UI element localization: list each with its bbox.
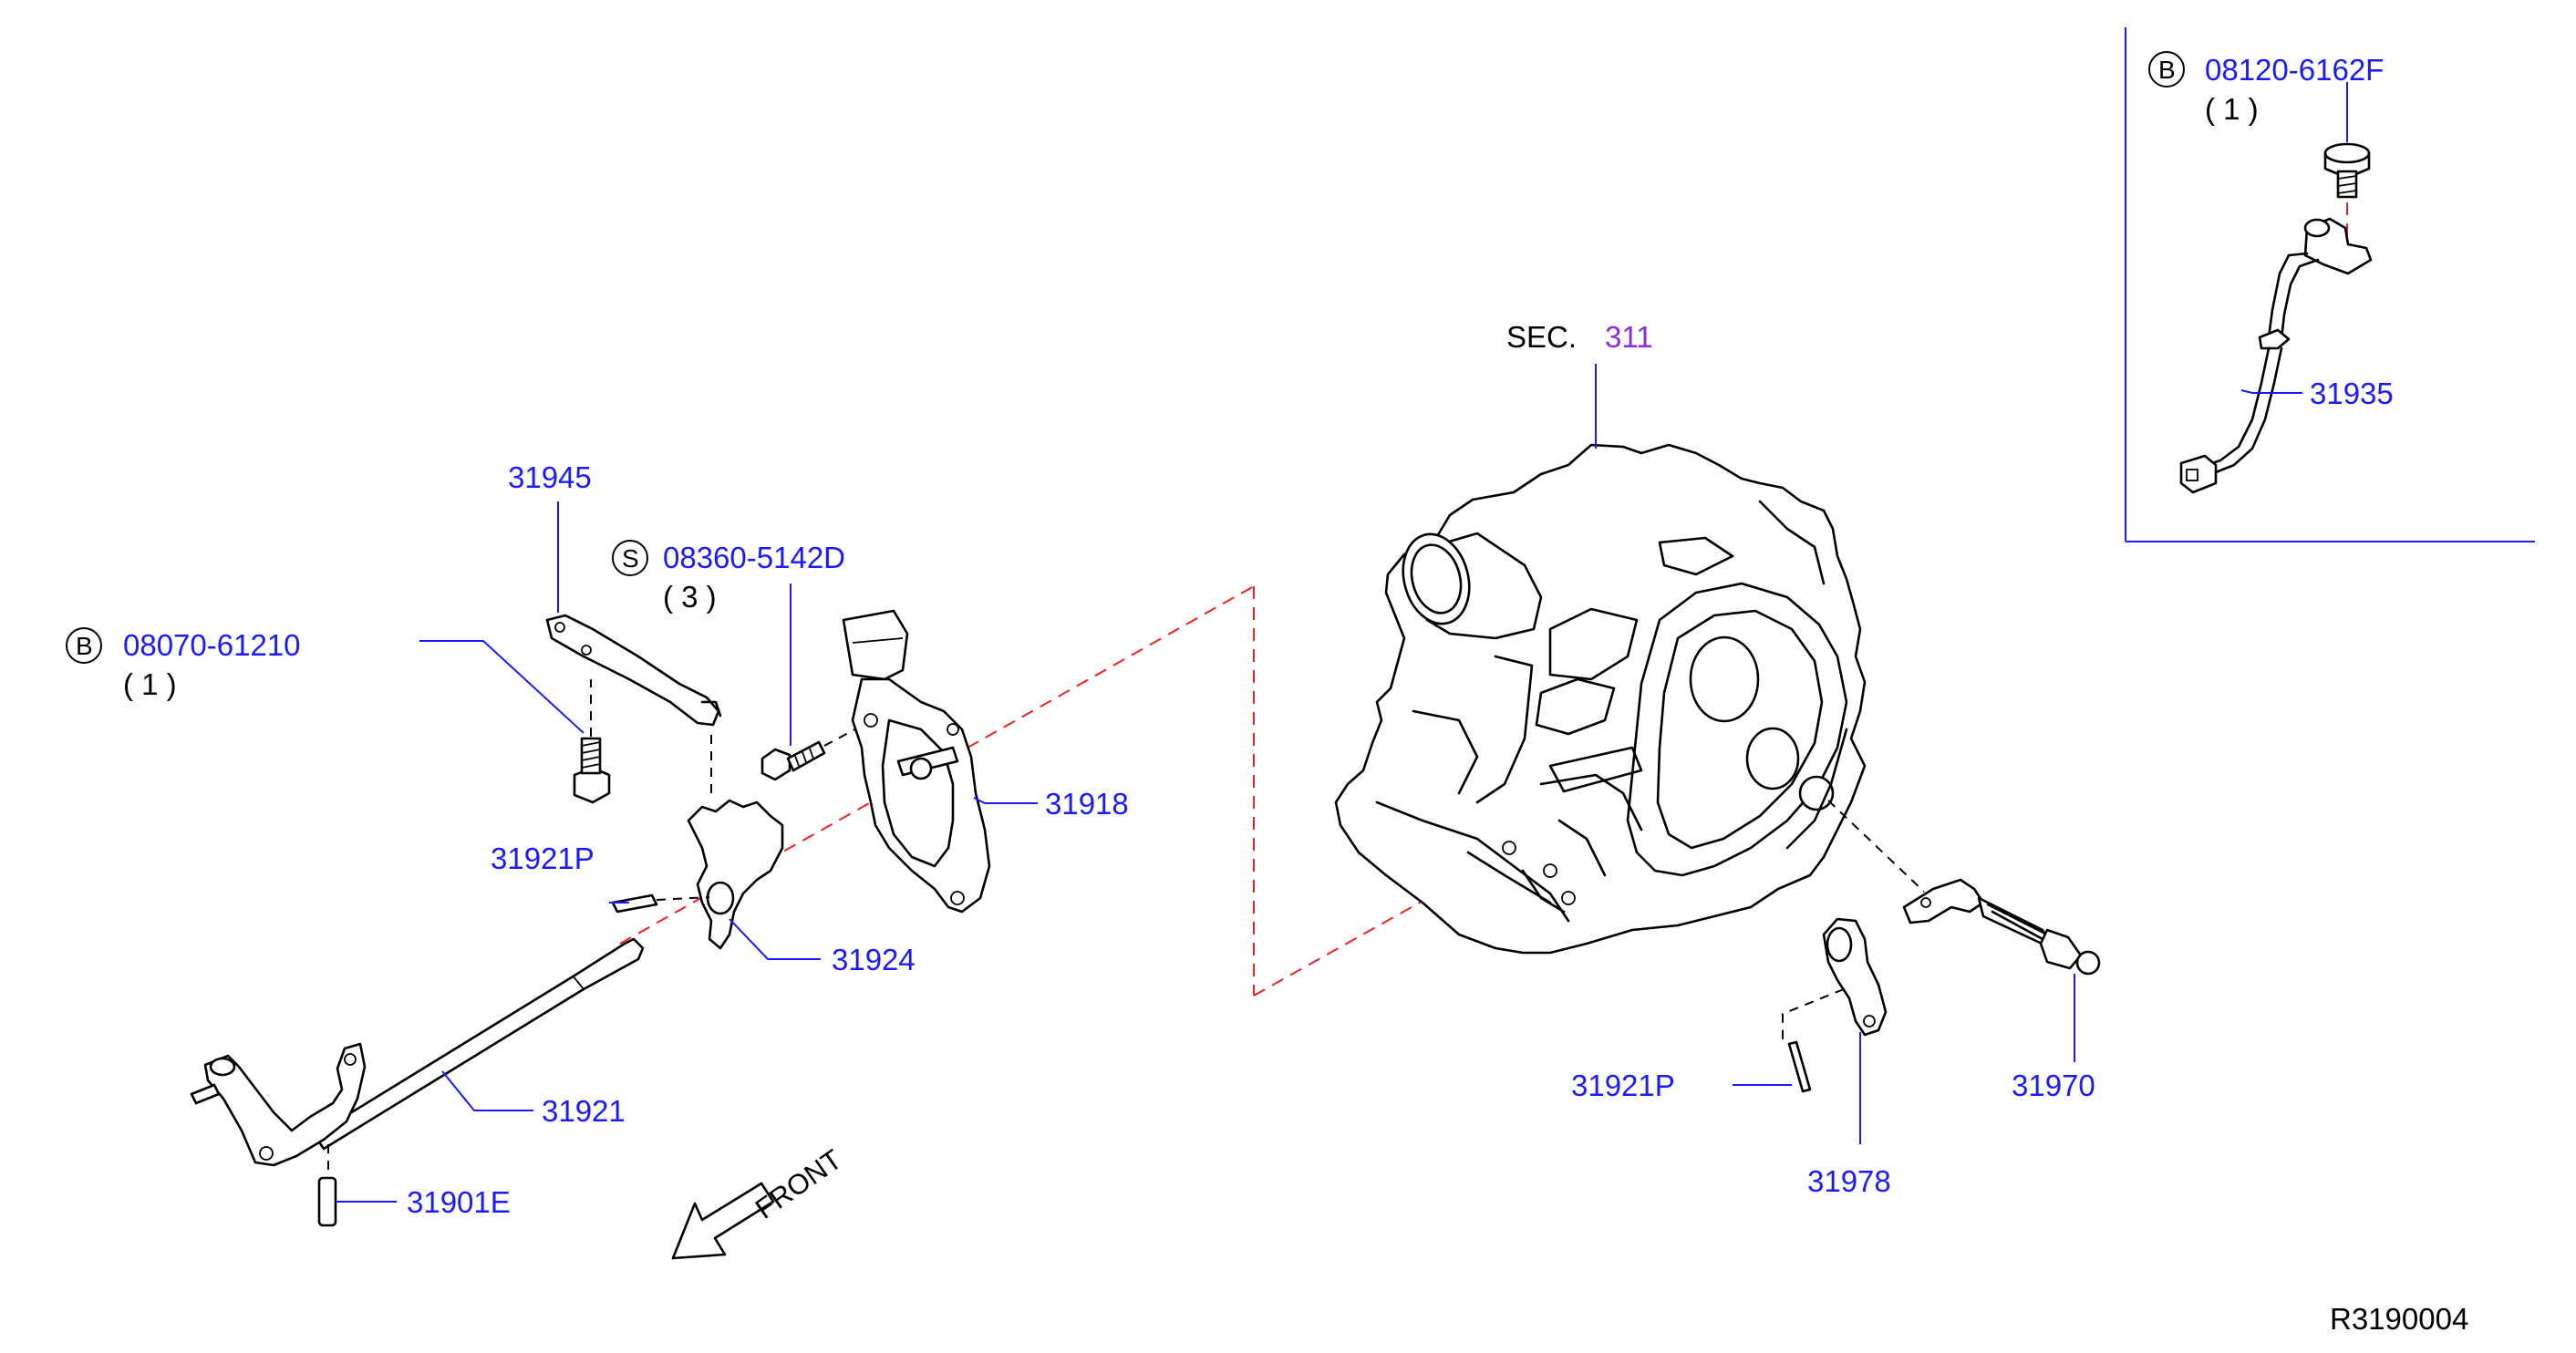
part-31924-lever (687, 729, 784, 950)
part-31935-sensor-harness (2179, 217, 2373, 494)
bolt-08070-61210 (573, 679, 611, 804)
part-31970-sensor (1827, 800, 2101, 976)
label-31978: 31978 (1807, 1164, 1891, 1198)
b-badge-letter: B (76, 632, 93, 660)
bolt-b-left-callout: B 08070-61210 ( 1 ) (66, 627, 301, 701)
label-31921: 31921 (542, 1094, 626, 1128)
part-31921P-pin-left (611, 893, 710, 914)
b-badge-letter-right: B (2158, 56, 2176, 84)
b-badge-icon-right (2148, 51, 2185, 88)
inset-frame (2125, 27, 2535, 542)
screw-s-callout: S 08360-5142D ( 3 ) (612, 540, 845, 614)
label-08360-5142D: 08360-5142D (663, 541, 845, 574)
transmission-case (1334, 443, 1867, 955)
part-31901E-pin (317, 1176, 337, 1227)
part-31945-bracket (545, 614, 722, 727)
label-31921P-left: 31921P (491, 842, 595, 875)
label-31901E: 31901E (407, 1185, 511, 1219)
label-08070-61210: 08070-61210 (123, 628, 301, 662)
diagram-code: R3190004 (2330, 1302, 2468, 1336)
section-number[interactable]: 311 (1605, 320, 1653, 354)
section-prefix: SEC. (1506, 320, 1577, 354)
qty-08360-5142D: ( 3 ) (663, 580, 717, 614)
leader-lines (336, 82, 2348, 1203)
s-badge-icon (612, 540, 648, 576)
label-31921P-right: 31921P (1571, 1069, 1675, 1102)
label-31918: 31918 (1045, 787, 1129, 821)
label-08120-6162F: 08120-6162F (2205, 53, 2384, 87)
part-31978-lever (1782, 917, 1888, 1039)
label-31935: 31935 (2310, 377, 2394, 410)
label-31924: 31924 (832, 943, 916, 976)
front-arrow-icon (671, 1182, 775, 1260)
bolt-b-right-callout: B 08120-6162F ( 1 ) (2148, 51, 2384, 126)
screw-08360-5142D (760, 725, 863, 781)
section-reference: SEC. 311 (1506, 320, 1653, 354)
qty-08070-61210: ( 1 ) (123, 667, 177, 701)
b-badge-icon (66, 627, 102, 664)
qty-08120-6162F: ( 1 ) (2205, 92, 2259, 126)
front-label: FRONT (750, 1143, 848, 1225)
label-31970: 31970 (2012, 1069, 2095, 1102)
part-31921P-pin-right (1787, 1040, 1812, 1093)
part-31921-shaft (190, 937, 645, 1176)
label-31945: 31945 (508, 460, 592, 494)
bolt-08120-6162F (2323, 142, 2371, 199)
s-badge-letter: S (622, 544, 639, 573)
part-31918-switch (842, 609, 991, 914)
